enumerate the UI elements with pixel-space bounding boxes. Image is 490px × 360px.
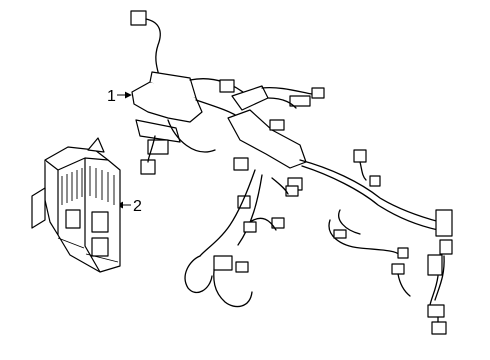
junction-box [31,137,121,273]
wiring-harness [130,10,453,335]
connector-top [130,10,147,26]
callout-2-label: 2 [133,198,142,215]
callout-1: 1 [107,88,132,105]
callout-2: 2 [116,198,142,215]
callout-1-label: 1 [107,88,116,105]
